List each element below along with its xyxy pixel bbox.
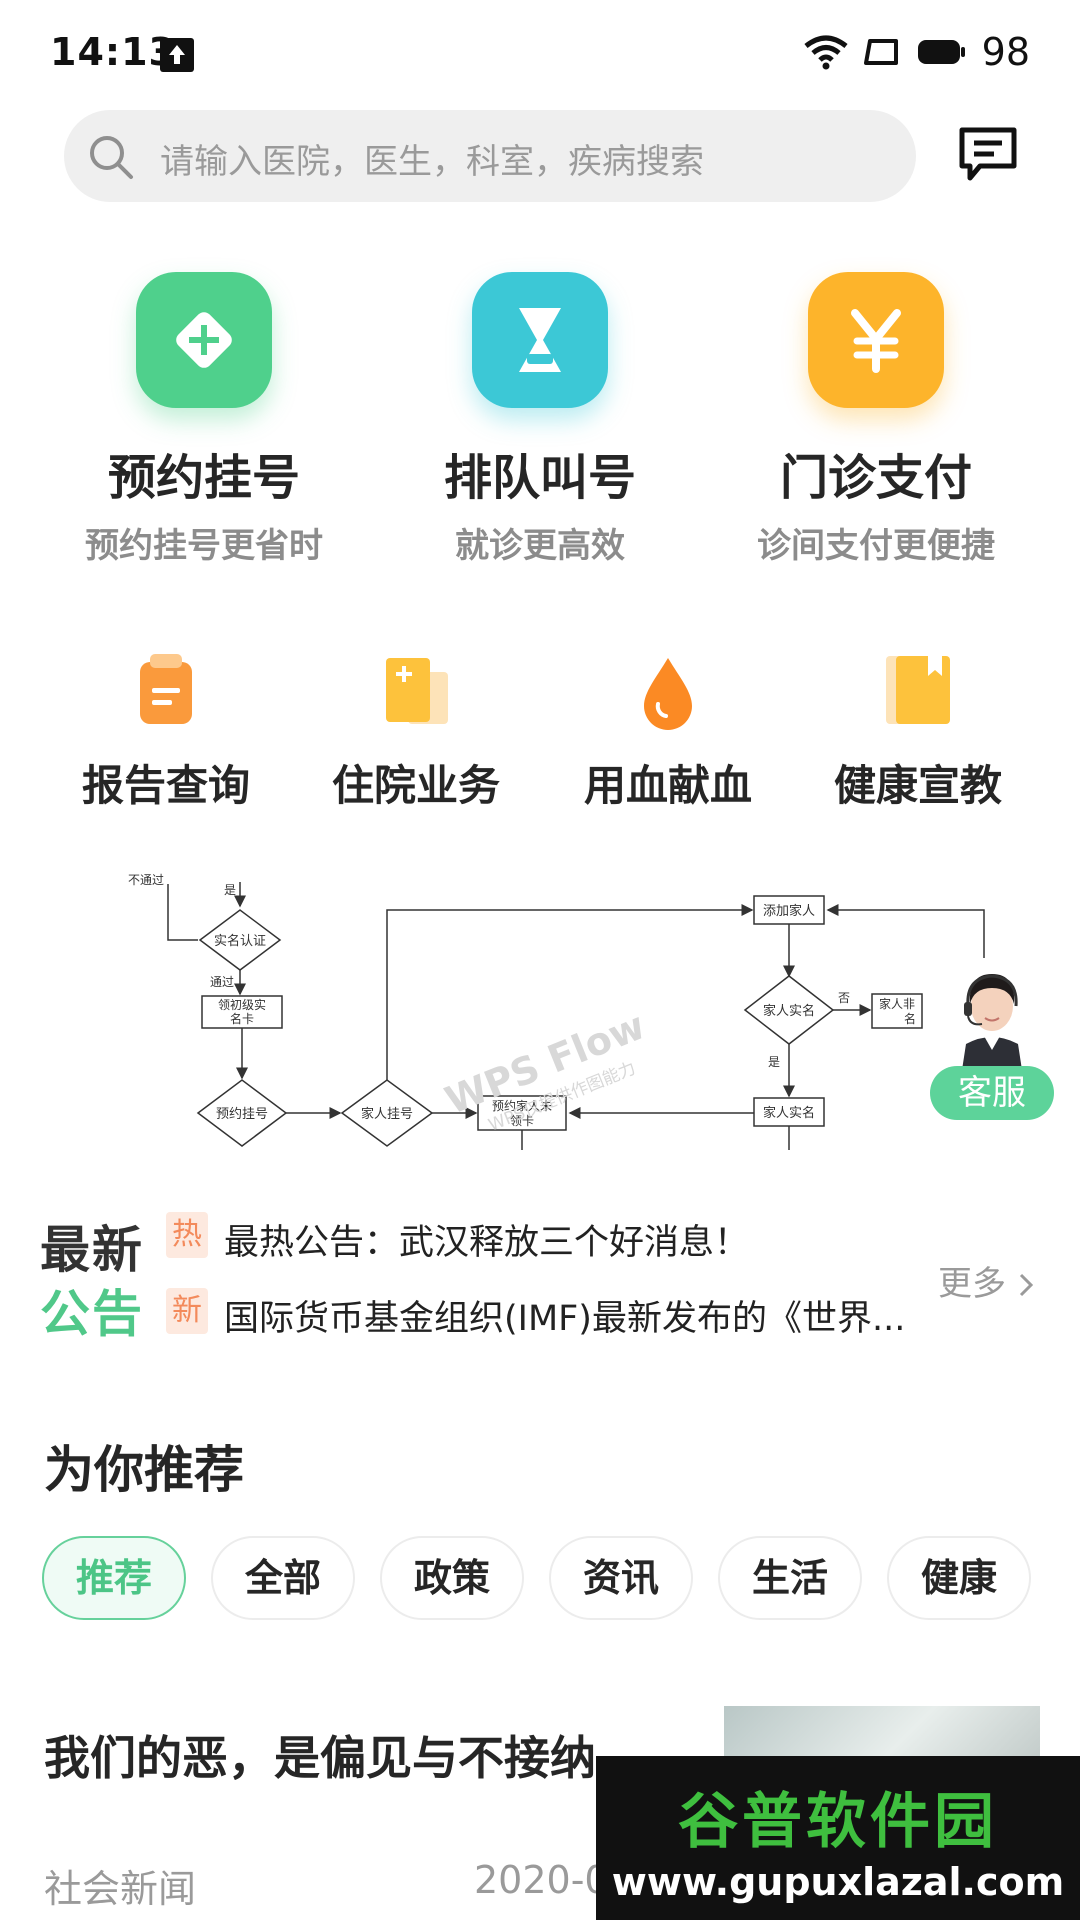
flow-label: 家人实名 bbox=[763, 1003, 815, 1019]
service-report[interactable]: 报告查询 bbox=[56, 650, 276, 813]
recommend-tabs: 推荐 全部 政策 资讯 生活 健康 bbox=[42, 1536, 1042, 1622]
tab-life[interactable]: 生活 bbox=[718, 1536, 862, 1620]
service-subtitle: 就诊更高效 bbox=[455, 526, 625, 566]
news-title-line1: 最新 bbox=[40, 1221, 144, 1279]
battery-icon bbox=[917, 40, 965, 64]
service-subtitle: 预约挂号更省时 bbox=[85, 526, 323, 566]
service-appointment[interactable]: 预约挂号 预约挂号更省时 bbox=[54, 272, 354, 567]
service-label: 门诊支付 bbox=[779, 450, 972, 506]
banner-flowchart[interactable]: 不通过 是 实名认证 通过 领初级实 名卡 预约挂号 家人挂号 预约家人未 领卡… bbox=[100, 870, 1000, 1150]
news-more-label: 更多 bbox=[938, 1264, 1006, 1304]
article-title[interactable]: 我们的恶，是偏见与不接纳 bbox=[44, 1731, 596, 1785]
flow-label: 不通过 bbox=[128, 873, 164, 887]
customer-service-button[interactable]: 客服 bbox=[930, 960, 1056, 1120]
customer-service-label[interactable]: 客服 bbox=[930, 1066, 1054, 1120]
flow-label: 领卡 bbox=[510, 1114, 534, 1128]
watermark-title: 谷普软件园 bbox=[678, 1786, 998, 1857]
flow-label: 通过 bbox=[210, 975, 234, 989]
search-icon bbox=[90, 136, 133, 179]
service-label: 预约挂号 bbox=[107, 450, 300, 506]
service-label: 住院业务 bbox=[331, 761, 500, 810]
status-time: 14:13 bbox=[50, 30, 176, 74]
service-label: 报告查询 bbox=[81, 761, 250, 810]
search-bar[interactable]: 请输入医院，医生，科室，疾病搜索 bbox=[64, 110, 916, 202]
search-input[interactable]: 请输入医院，医生，科室，疾病搜索 bbox=[160, 142, 704, 182]
watermark-url: www.gupuxlazal.com bbox=[611, 1859, 1065, 1904]
flow-label: 是 bbox=[224, 883, 236, 897]
service-label: 健康宣教 bbox=[833, 761, 1002, 810]
service-label: 排队叫号 bbox=[443, 450, 636, 506]
flow-label: 领初级实 bbox=[218, 997, 266, 1012]
screen-rotate-icon bbox=[863, 39, 898, 65]
service-payment[interactable]: 门诊支付 诊间支付更便捷 bbox=[726, 272, 1026, 567]
battery-level: 98 bbox=[981, 30, 1030, 74]
service-subtitle: 诊间支付更便捷 bbox=[757, 526, 995, 566]
flow-label: 家人实名 bbox=[763, 1105, 815, 1121]
site-watermark: 谷普软件园 www.gupuxlazal.com bbox=[596, 1756, 1080, 1920]
flow-label: 是 bbox=[768, 1055, 780, 1069]
news-title-line2: 公告 bbox=[40, 1285, 144, 1343]
tab-info[interactable]: 资讯 bbox=[549, 1536, 693, 1620]
yuan-icon bbox=[808, 272, 944, 408]
upload-icon bbox=[160, 38, 194, 72]
status-bar: 14:13 98 bbox=[0, 0, 1080, 104]
chevron-right-icon bbox=[1019, 1273, 1033, 1297]
tab-health[interactable]: 健康 bbox=[887, 1536, 1031, 1620]
status-icons: 98 bbox=[804, 30, 1030, 74]
service-inpatient[interactable]: 住院业务 bbox=[306, 650, 526, 813]
news-item[interactable]: 最热公告：武汉释放三个好消息！ bbox=[224, 1223, 750, 1263]
message-icon[interactable] bbox=[956, 124, 1020, 184]
flow-label: 名 bbox=[904, 1011, 916, 1026]
flow-label: 实名认证 bbox=[214, 933, 266, 949]
agent-avatar-icon bbox=[962, 974, 1022, 1070]
service-label: 用血献血 bbox=[583, 761, 752, 810]
flow-label: 预约挂号 bbox=[216, 1107, 268, 1122]
article-category: 社会新闻 bbox=[44, 1867, 197, 1911]
news-announcements: 最新 公告 热 最热公告：武汉释放三个好消息！ 新 国际货币基金组织(IMF)最… bbox=[40, 1210, 1040, 1343]
plus-diamond-icon bbox=[136, 272, 272, 408]
service-education[interactable]: 健康宣教 bbox=[808, 650, 1028, 813]
section-title-recommend: 为你推荐 bbox=[44, 1441, 244, 1499]
tab-all[interactable]: 全部 bbox=[211, 1536, 355, 1620]
news-more-link[interactable]: 更多 bbox=[938, 1256, 1035, 1305]
flow-label: 家人挂号 bbox=[361, 1106, 413, 1122]
news-tag-new: 新 bbox=[166, 1288, 208, 1334]
flow-label: 家人非 bbox=[879, 996, 915, 1011]
flow-label: 否 bbox=[838, 991, 850, 1005]
tab-recommend[interactable]: 推荐 bbox=[42, 1536, 186, 1620]
flow-label: 名卡 bbox=[230, 1011, 254, 1026]
flow-label: 预约家人未 bbox=[492, 1098, 552, 1113]
tab-policy[interactable]: 政策 bbox=[380, 1536, 524, 1620]
service-queue[interactable]: 排队叫号 就诊更高效 bbox=[390, 272, 690, 567]
article-date: 2020-0 bbox=[474, 1858, 609, 1902]
book-icon bbox=[886, 656, 950, 724]
news-tag-hot: 热 bbox=[166, 1212, 208, 1258]
blood-drop-icon bbox=[644, 658, 692, 730]
news-item[interactable]: 国际货币基金组织(IMF)最新发布的《世界... bbox=[224, 1299, 904, 1339]
clipboard-icon bbox=[140, 654, 192, 724]
hourglass-icon bbox=[472, 272, 608, 408]
service-blood[interactable]: 用血献血 bbox=[558, 650, 778, 813]
wifi-icon bbox=[804, 35, 848, 70]
file-plus-icon bbox=[386, 658, 448, 724]
flow-label: 添加家人 bbox=[763, 903, 815, 919]
